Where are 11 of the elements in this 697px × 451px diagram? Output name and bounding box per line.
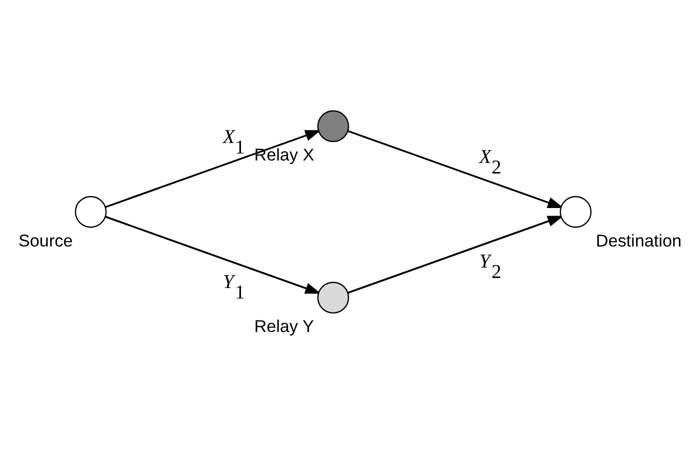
node-label: Destination: [596, 230, 682, 250]
node-circle: [74, 196, 107, 228]
arrow: [105, 130, 322, 208]
node-label: Relay X: [254, 144, 314, 164]
node-circle: [317, 281, 350, 314]
node-circle: [560, 196, 592, 228]
node-label: Relay Y: [254, 316, 314, 336]
arrow: [105, 215, 322, 294]
arrow: [348, 215, 564, 294]
node-circle: [317, 110, 350, 142]
node-label: Source: [18, 230, 73, 250]
